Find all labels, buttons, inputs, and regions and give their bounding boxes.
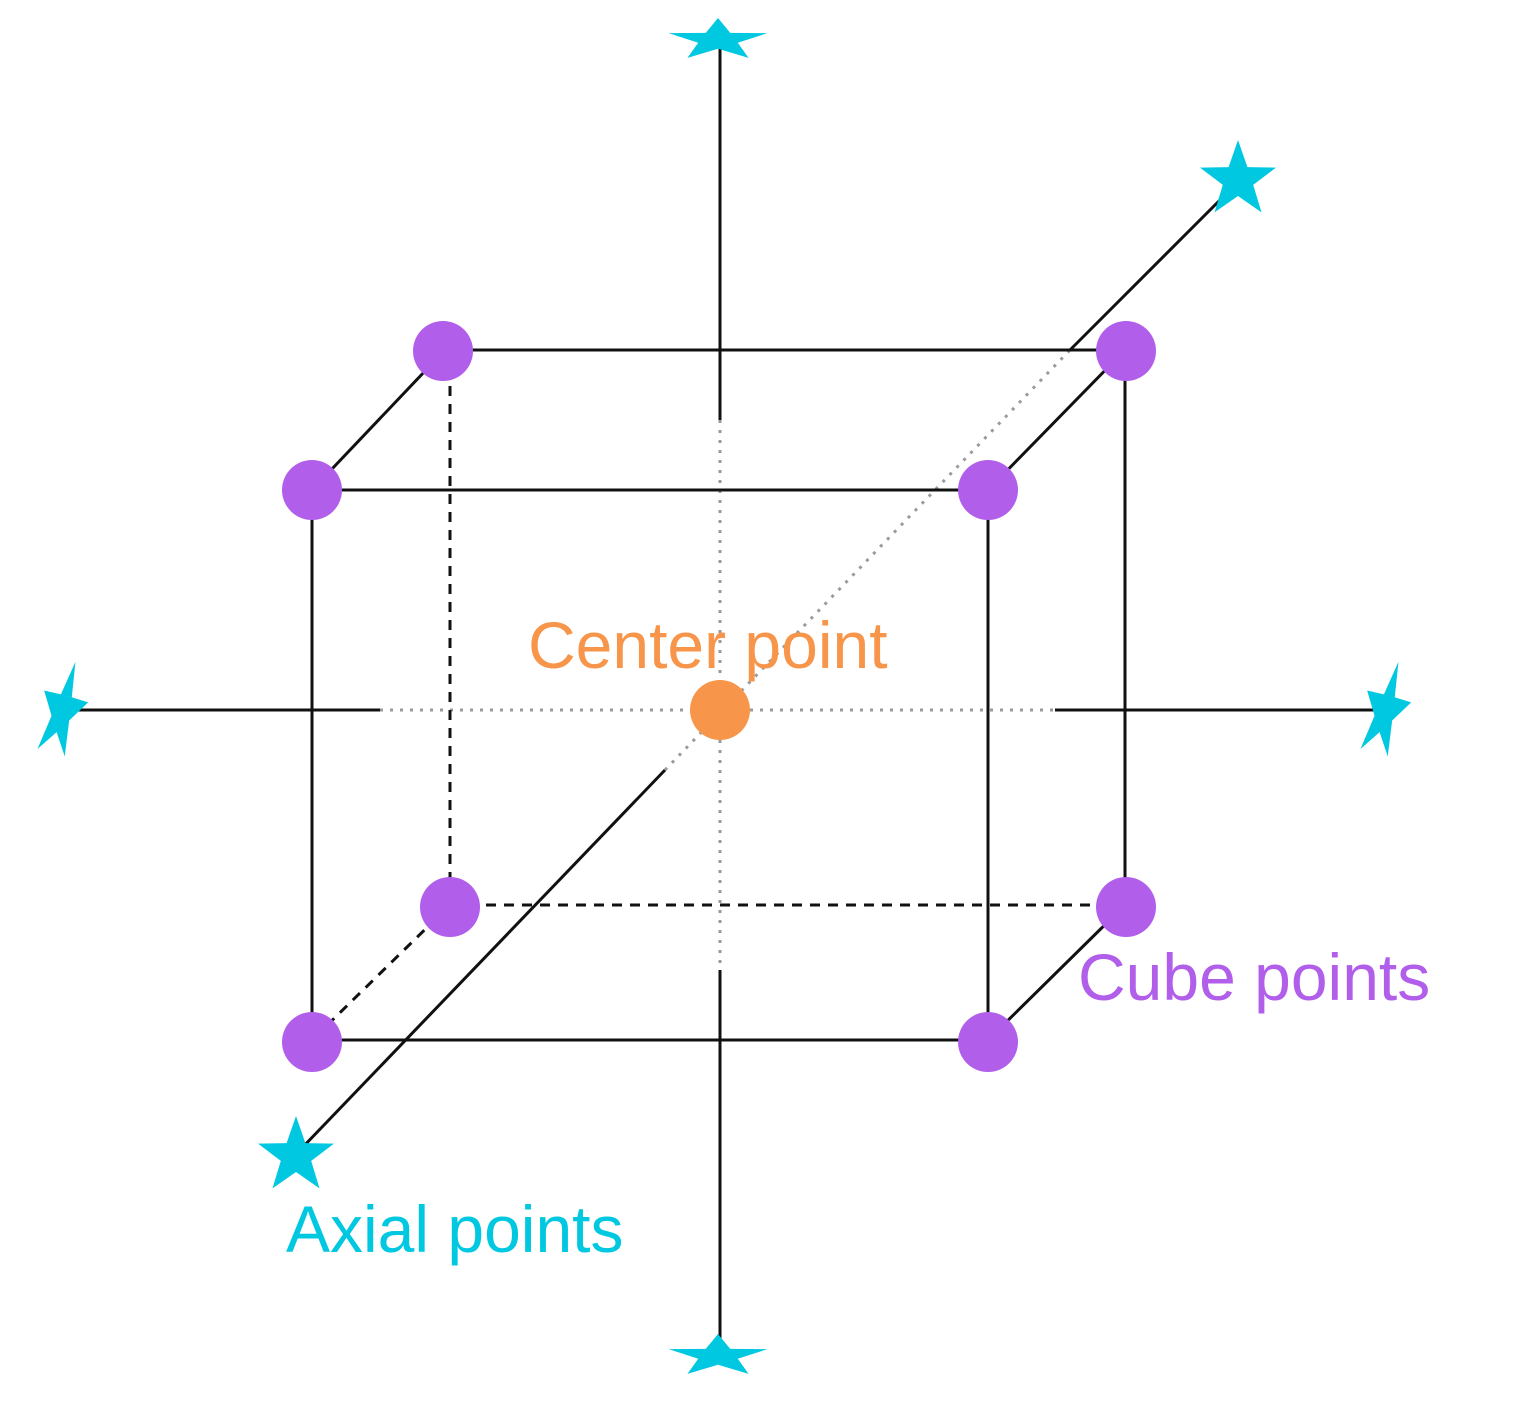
cube-point bbox=[420, 877, 480, 937]
cube-back-solid bbox=[445, 348, 1127, 905]
star-icon bbox=[1200, 140, 1276, 213]
center-point bbox=[690, 680, 750, 740]
diagonal-axis-dotted bbox=[663, 348, 1072, 772]
star-icon bbox=[37, 661, 89, 757]
star-icon bbox=[258, 1116, 334, 1189]
cube-edge-depth-top-left bbox=[310, 348, 447, 492]
cube-point bbox=[413, 321, 473, 381]
cube-hidden-edges bbox=[310, 350, 1125, 1042]
cube-front-solid bbox=[310, 348, 1127, 1042]
cube-edge-depth-bottom-left bbox=[310, 903, 452, 1042]
cube-point bbox=[958, 460, 1018, 520]
axial-points-label: Axial points bbox=[286, 1192, 624, 1266]
axis-lines bbox=[60, 45, 1385, 1365]
star-icon bbox=[668, 18, 768, 58]
diagonal-axis-lower bbox=[298, 768, 667, 1152]
cube-point bbox=[282, 460, 342, 520]
cube-point bbox=[282, 1012, 342, 1072]
cube-edge-depth-bottom-right bbox=[986, 903, 1127, 1042]
cube-edge-depth-top-right bbox=[986, 348, 1127, 492]
star-icon bbox=[668, 1334, 768, 1374]
axis-dotted bbox=[380, 348, 1072, 970]
cube-point bbox=[1096, 877, 1156, 937]
star-icon bbox=[1360, 661, 1412, 757]
cube-points bbox=[282, 321, 1156, 1072]
axial-points bbox=[37, 18, 1412, 1374]
center-point-label: Center point bbox=[528, 608, 888, 682]
cube-point bbox=[958, 1012, 1018, 1072]
cube-points-label: Cube points bbox=[1078, 940, 1430, 1014]
diagonal-axis-upper bbox=[1068, 178, 1242, 352]
cube-point bbox=[1096, 321, 1156, 381]
